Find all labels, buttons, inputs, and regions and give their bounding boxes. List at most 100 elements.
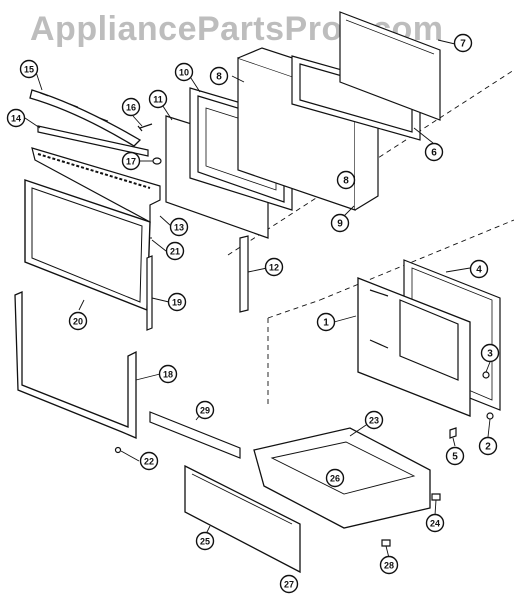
callout-circle xyxy=(6,108,26,128)
drawer-glide-roller xyxy=(431,493,441,501)
callout-circle xyxy=(19,59,39,79)
callout-number: 16 xyxy=(126,103,136,113)
callout-8: 8 xyxy=(209,66,229,86)
inner-door-assembly xyxy=(357,277,471,417)
callout-number: 19 xyxy=(172,298,182,308)
callout-24: 24 xyxy=(425,513,445,533)
vent-panel xyxy=(31,147,161,224)
callout-number: 1 xyxy=(323,318,329,329)
callout-circle xyxy=(279,574,299,594)
callout-circle xyxy=(336,170,356,190)
callout-number: 9 xyxy=(337,219,343,230)
callout-6: 6 xyxy=(424,142,444,162)
callout-15: 15 xyxy=(19,59,39,79)
callout-5: 5 xyxy=(445,446,465,466)
small-clip xyxy=(152,157,162,165)
callout-circle xyxy=(364,410,384,430)
callout-circle xyxy=(169,217,189,237)
door-hinge-channel xyxy=(239,235,249,313)
callout-circle xyxy=(480,343,500,363)
callout-number: 22 xyxy=(144,457,154,467)
callout-number: 28 xyxy=(384,561,394,571)
callout-circle xyxy=(121,97,141,117)
callout-circle xyxy=(139,451,159,471)
handle-screw xyxy=(137,123,153,132)
callout-circle xyxy=(195,400,215,420)
callout-circle xyxy=(425,513,445,533)
callout-number: 3 xyxy=(487,349,493,360)
callout-circle xyxy=(330,213,350,233)
callout-4: 4 xyxy=(469,259,489,279)
callout-number: 25 xyxy=(200,537,210,547)
callout-28: 28 xyxy=(379,555,399,575)
callout-circle xyxy=(478,436,498,456)
callout-circle xyxy=(445,446,465,466)
callout-circle xyxy=(121,151,141,171)
callout-circle xyxy=(325,468,345,488)
callout-number: 29 xyxy=(200,406,210,416)
callout-23: 23 xyxy=(364,410,384,430)
callout-number: 2 xyxy=(485,442,491,453)
callout-9: 9 xyxy=(330,213,350,233)
callout-14: 14 xyxy=(6,108,26,128)
callout-circle xyxy=(174,62,194,82)
callout-19: 19 xyxy=(167,292,187,312)
callout-circle xyxy=(453,33,473,53)
group-boundary-upper xyxy=(227,69,514,256)
callout-number: 23 xyxy=(369,416,379,426)
callout-number: 17 xyxy=(126,157,136,167)
callout-circle xyxy=(469,259,489,279)
door-spring-clip xyxy=(449,427,457,439)
callout-circle xyxy=(165,241,185,261)
callout-20: 20 xyxy=(68,311,88,331)
callout-7: 7 xyxy=(453,33,473,53)
callout-27: 27 xyxy=(279,574,299,594)
callout-3: 3 xyxy=(480,343,500,363)
callout-number: 20 xyxy=(73,317,83,327)
callout-circle xyxy=(264,257,284,277)
callout-10: 10 xyxy=(174,62,194,82)
callout-number: 26 xyxy=(330,474,340,484)
callout-circle xyxy=(158,364,178,384)
callout-number: 8 xyxy=(343,176,349,187)
callout-number: 13 xyxy=(174,223,184,233)
callout-13: 13 xyxy=(169,217,189,237)
callout-number: 21 xyxy=(170,247,180,257)
callout-number: 27 xyxy=(284,580,294,590)
callout-circle xyxy=(209,66,229,86)
callout-29: 29 xyxy=(195,400,215,420)
group-boundary-middle xyxy=(267,219,514,319)
callout-18: 18 xyxy=(158,364,178,384)
callout-1: 1 xyxy=(316,312,336,332)
callout-number: 8 xyxy=(216,72,222,83)
drawer-frame-screw xyxy=(114,446,122,454)
drawer-front-panel xyxy=(184,464,301,574)
callout-number: 7 xyxy=(460,39,466,50)
door-trim-strip xyxy=(37,125,149,157)
callout-number: 4 xyxy=(476,265,482,276)
callout-8: 8 xyxy=(336,170,356,190)
callout-number: 6 xyxy=(431,148,437,159)
callout-21: 21 xyxy=(165,241,185,261)
callout-25: 25 xyxy=(195,531,215,551)
callout-number: 10 xyxy=(179,68,189,78)
callout-circle xyxy=(424,142,444,162)
callout-circle xyxy=(316,312,336,332)
callout-16: 16 xyxy=(121,97,141,117)
callout-22: 22 xyxy=(139,451,159,471)
callout-12: 12 xyxy=(264,257,284,277)
callout-11: 11 xyxy=(148,89,168,109)
callout-2: 2 xyxy=(478,436,498,456)
callout-circle xyxy=(167,292,187,312)
callout-circle xyxy=(148,89,168,109)
callout-circle xyxy=(68,311,88,331)
door-handle xyxy=(29,89,142,147)
door-bumper xyxy=(482,371,490,379)
callout-number: 12 xyxy=(269,263,279,273)
callout-number: 14 xyxy=(11,114,21,124)
callout-number: 11 xyxy=(153,95,163,105)
door-frame xyxy=(14,291,137,439)
door-side-strip xyxy=(146,255,153,331)
callout-26: 26 xyxy=(325,468,345,488)
